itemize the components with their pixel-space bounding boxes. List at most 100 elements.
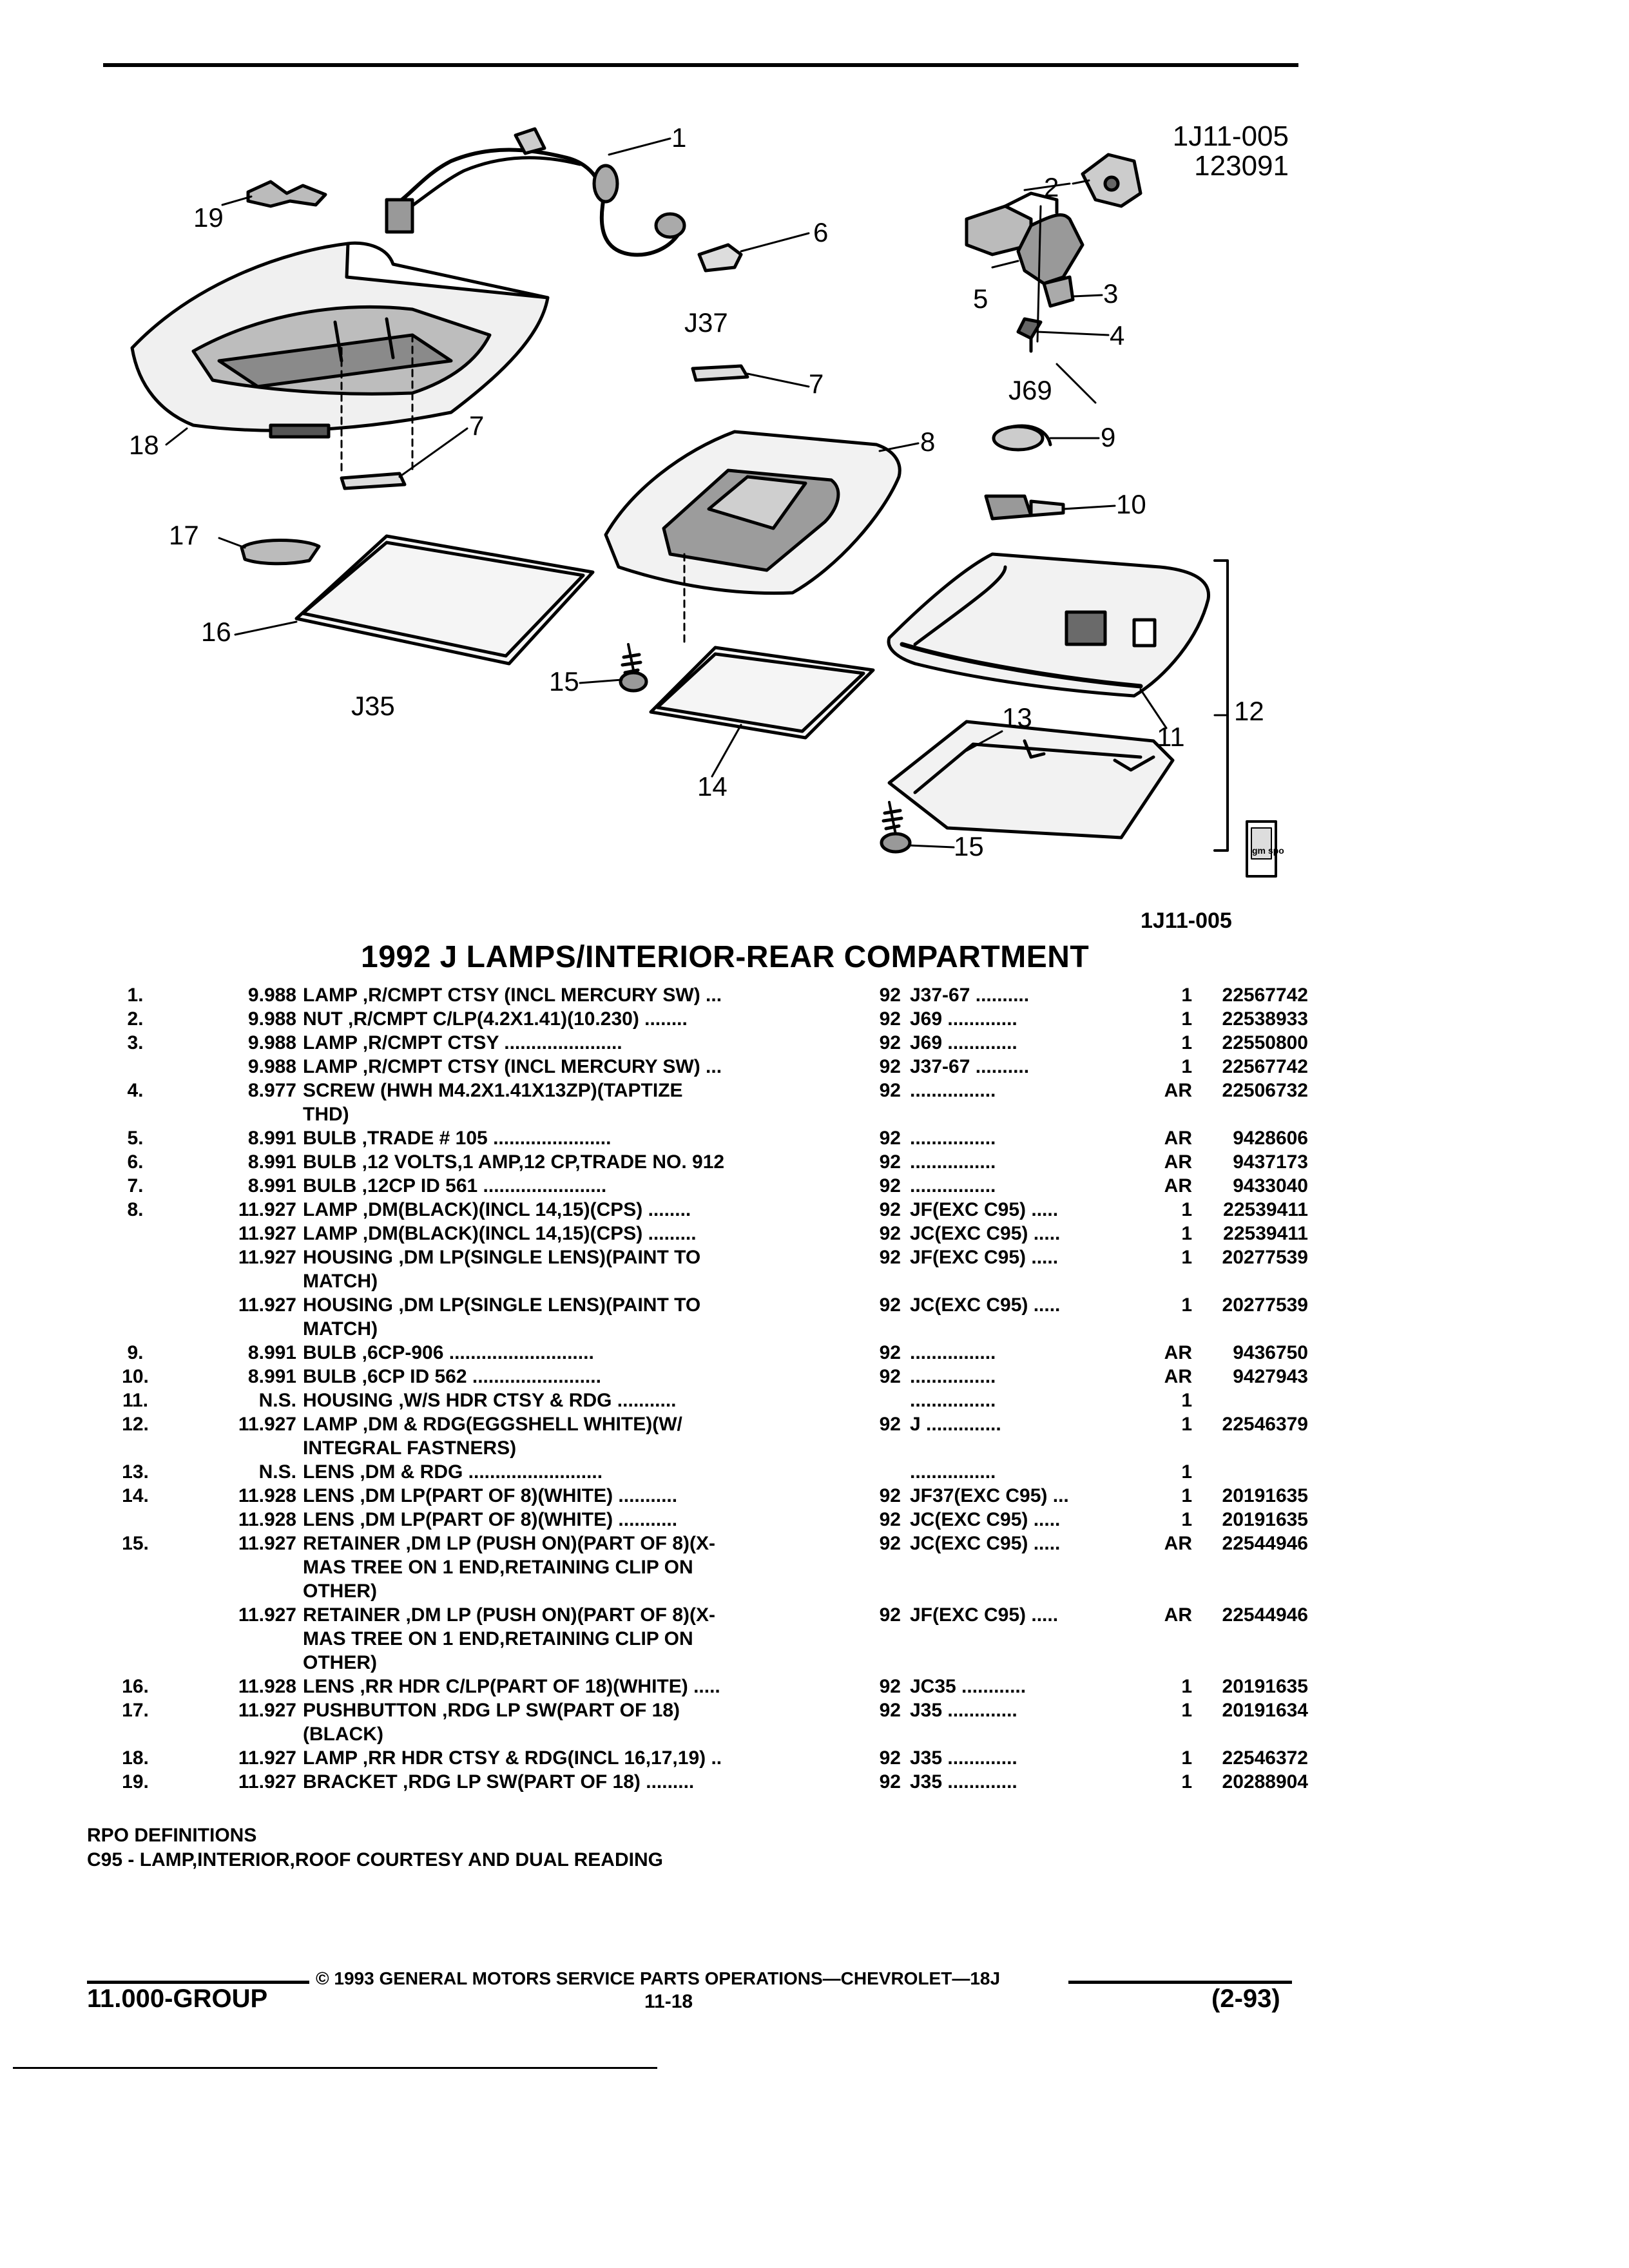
ref-number: 10.	[122, 1366, 149, 1387]
model-year: 92	[879, 1414, 901, 1435]
quantity: AR	[1164, 1151, 1192, 1173]
table-row: 13.N.S.LENS ,DM & RDG ..................…	[97, 1460, 1308, 1484]
quantity: 1	[1181, 1247, 1192, 1268]
ref-number: 6.	[127, 1151, 144, 1173]
quantity: 1	[1181, 1223, 1192, 1244]
diagram-caption: 1J11-005	[1141, 908, 1232, 933]
table-row: 17. 11.927 PUSHBUTTON ,RDG LP SW(PART OF 1…	[97, 1698, 1308, 1746]
group-number: 11.927	[238, 1747, 296, 1769]
model-year: 92	[879, 1032, 901, 1053]
ref-number: 15.	[122, 1533, 149, 1554]
description: BRACKET ,RDG LP SW(PART OF 18) .........	[303, 1770, 896, 1794]
part-9-bulb	[992, 424, 1052, 452]
rpo-definition: C95 - LAMP,INTERIOR,ROOF COURTESY AND DU…	[87, 1849, 663, 1870]
model-year: 92	[879, 1008, 901, 1030]
group-number: 11.927	[238, 1771, 296, 1792]
group-number: N.S.	[258, 1390, 296, 1411]
model-year: 92	[879, 1223, 901, 1244]
part-15-retainer-right	[880, 801, 912, 854]
description-line: OTHER)	[303, 1581, 377, 1602]
description: LAMP ,RR HDR CTSY & RDG(INCL 16,17,19) .…	[303, 1746, 896, 1770]
description-line: BULB ,TRADE # 105 ......................	[303, 1128, 612, 1149]
part-1-harness	[385, 127, 686, 257]
quantity: 1	[1181, 1461, 1192, 1483]
part-15-retainer-left	[619, 643, 648, 693]
model-usage: ................	[910, 1128, 996, 1149]
part-number: 20191635	[1222, 1676, 1308, 1697]
model-year: 92	[879, 1604, 901, 1626]
description-line: LAMP ,R/CMPT CTSY ......................	[303, 1032, 622, 1053]
quantity: 1	[1181, 1509, 1192, 1530]
part-14-lens	[649, 646, 875, 740]
model-usage: ................	[910, 1151, 996, 1173]
group-number: 11.927	[238, 1700, 296, 1721]
model-usage: JC(EXC C95) .....	[910, 1509, 1061, 1530]
description: HOUSING ,W/S HDR CTSY & RDG ...........	[303, 1389, 896, 1412]
rpo-label-j37: J37	[684, 307, 728, 338]
ref-number: 12.	[122, 1414, 149, 1435]
model-usage: J69 .............	[910, 1032, 1017, 1053]
ref-number: 17.	[122, 1700, 149, 1721]
part-number: 9433040	[1233, 1175, 1308, 1196]
description-line: INTEGRAL FASTNERS)	[303, 1437, 517, 1459]
gm-spo-logo	[1246, 820, 1277, 878]
group-number: 11.927	[238, 1604, 296, 1626]
ref-number: 1.	[127, 985, 144, 1006]
part-11-housing	[887, 552, 1211, 698]
description-line: MAS TREE ON 1 END,RETAINING CLIP ON	[303, 1557, 693, 1578]
description-line: BULB ,12CP ID 561 ......................…	[303, 1175, 607, 1196]
model-year: 92	[879, 1247, 901, 1268]
quantity: AR	[1164, 1533, 1192, 1554]
model-usage: ................	[910, 1175, 996, 1196]
group-number: 8.991	[247, 1151, 296, 1173]
description: LENS ,DM LP(PART OF 8)(WHITE) ..........…	[303, 1484, 896, 1508]
footer-copyright: © 1993 GENERAL MOTORS SERVICE PARTS OPER…	[316, 1968, 1001, 1988]
part-7-bulb-lower	[340, 472, 407, 490]
callout-11: 11	[1157, 722, 1185, 752]
part-number: 22538933	[1222, 1008, 1308, 1030]
model-year: 92	[879, 1747, 901, 1769]
description-line: THD)	[303, 1104, 349, 1125]
callout-8: 8	[920, 427, 935, 457]
quantity: 1	[1181, 1771, 1192, 1792]
ref-number: 9.	[127, 1342, 144, 1363]
rpo-label-j35: J35	[351, 691, 395, 721]
ref-number: 4.	[127, 1080, 144, 1101]
description-line: LAMP ,DM(BLACK)(INCL 14,15)(CPS) .......…	[303, 1199, 691, 1220]
model-year: 92	[879, 1700, 901, 1721]
part-number: 22544946	[1222, 1604, 1308, 1626]
callout-16: 16	[201, 617, 231, 647]
description: PUSHBUTTON ,RDG LP SW(PART OF 18)(BLACK)	[303, 1698, 896, 1746]
part-6-bulb	[697, 243, 743, 273]
group-number: 8.977	[247, 1080, 296, 1101]
description-line: NUT ,R/CMPT C/LP(4.2X1.41)(10.230) .....…	[303, 1008, 688, 1030]
ref-number: 2.	[127, 1008, 144, 1030]
top-rule	[103, 63, 1298, 67]
model-year: 92	[879, 1151, 901, 1173]
description: BULB ,12CP ID 561 ......................…	[303, 1174, 896, 1198]
description-line: BULB ,12 VOLTS,1 AMP,12 CP,TRADE NO. 912	[303, 1151, 725, 1173]
quantity: AR	[1164, 1175, 1192, 1196]
logo-text: gm spo	[1252, 845, 1284, 856]
group-number: 11.927	[238, 1247, 296, 1268]
model-year: 92	[879, 1056, 901, 1077]
exploded-parts-diagram: 1 2 3 4 5 6 7 7 8 9 10 11 12 13 14 15 15…	[129, 122, 1284, 933]
description-line: MATCH)	[303, 1271, 378, 1292]
description-line: LENS ,DM & RDG .........................	[303, 1461, 603, 1483]
quantity: 1	[1181, 985, 1192, 1006]
model-year: 92	[879, 1676, 901, 1697]
model-year: 92	[879, 1080, 901, 1101]
part-number: 20191635	[1222, 1485, 1308, 1506]
callout-7b: 7	[469, 410, 484, 441]
model-usage: JF(EXC C95) .....	[910, 1604, 1059, 1626]
group-number: 11.927	[238, 1533, 296, 1554]
model-usage: JF(EXC C95) .....	[910, 1199, 1059, 1220]
description: LAMP ,DM & RDG(EGGSHELL WHITE)(W/INTEGRA…	[303, 1412, 896, 1460]
description: BULB ,TRADE # 105 ......................	[303, 1126, 896, 1150]
